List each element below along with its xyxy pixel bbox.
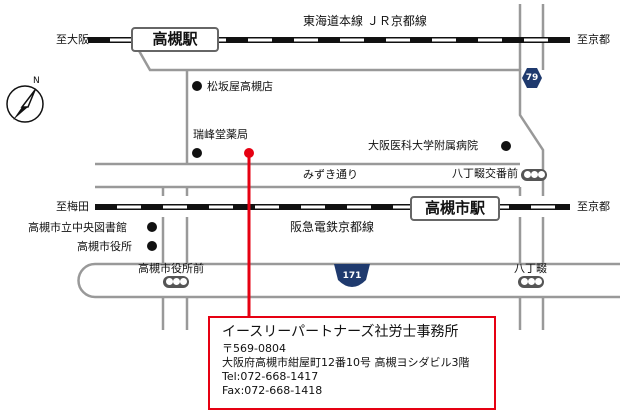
road-block-top [187,68,545,164]
label-zuihodo: 瑞峰堂薬局 [193,128,248,141]
traffic-signal-city-hall-mae [163,276,189,288]
route-79-marker: 79 [520,66,544,90]
route-79-label: 79 [525,73,539,83]
station-hankyu-takatsukishi: 高槻市駅 [410,196,500,221]
jr-line-label: 東海道本線 ＪＲ京都線 [303,14,427,28]
route-171-marker: 171 [332,262,372,290]
poi-destination-marker [244,148,254,158]
label-hospital: 大阪医科大学附属病院 [368,139,478,152]
office-address: 大阪府高槻市紺屋町12番10号 高槻ヨシダビル3階 [222,356,470,369]
traffic-signal-hatchonawate [518,276,544,288]
label-hatchonawate: 八丁畷 [514,262,547,275]
direction-to-umeda: 至梅田 [56,200,89,213]
direction-to-osaka: 至大阪 [56,33,89,46]
label-city-hall-mae: 高槻市役所前 [138,262,204,275]
poi-matsuzakaya [192,81,202,91]
office-name: イースリーパートナーズ社労士事務所 [222,324,459,340]
poi-hospital [501,141,511,151]
label-mizuki-dori: みずき通り [303,168,358,181]
poi-library [147,222,157,232]
route-171-label: 171 [342,271,362,281]
station-jr-takatsuki: 高槻駅 [131,27,219,52]
poi-city-hall [147,241,157,251]
office-info-box: イースリーパートナーズ社労士事務所 〒569-0804 大阪府高槻市紺屋町12番… [208,316,496,410]
traffic-signal-koban [521,169,547,181]
label-hatchonawate-koban: 八丁畷交番前 [452,167,518,180]
direction-to-kyoto-mid: 至京都 [577,200,610,213]
compass-needle-south [13,107,28,120]
road-171-cap [77,262,96,299]
label-matsuzakaya: 松坂屋高槻店 [207,80,273,93]
compass [6,85,44,123]
office-fax: Fax:072-668-1418 [222,384,323,397]
office-postal-code: 〒569-0804 [222,342,286,355]
poi-zuihodo-dot [192,148,202,158]
compass-north-label: N [33,76,40,86]
hankyu-line-label: 阪急電鉄京都線 [290,220,375,234]
label-library: 高槻市立中央図書館 [28,221,127,234]
direction-to-kyoto-top: 至京都 [577,33,610,46]
office-tel: Tel:072-668-1417 [222,370,319,383]
label-city-hall: 高槻市役所 [77,240,132,253]
